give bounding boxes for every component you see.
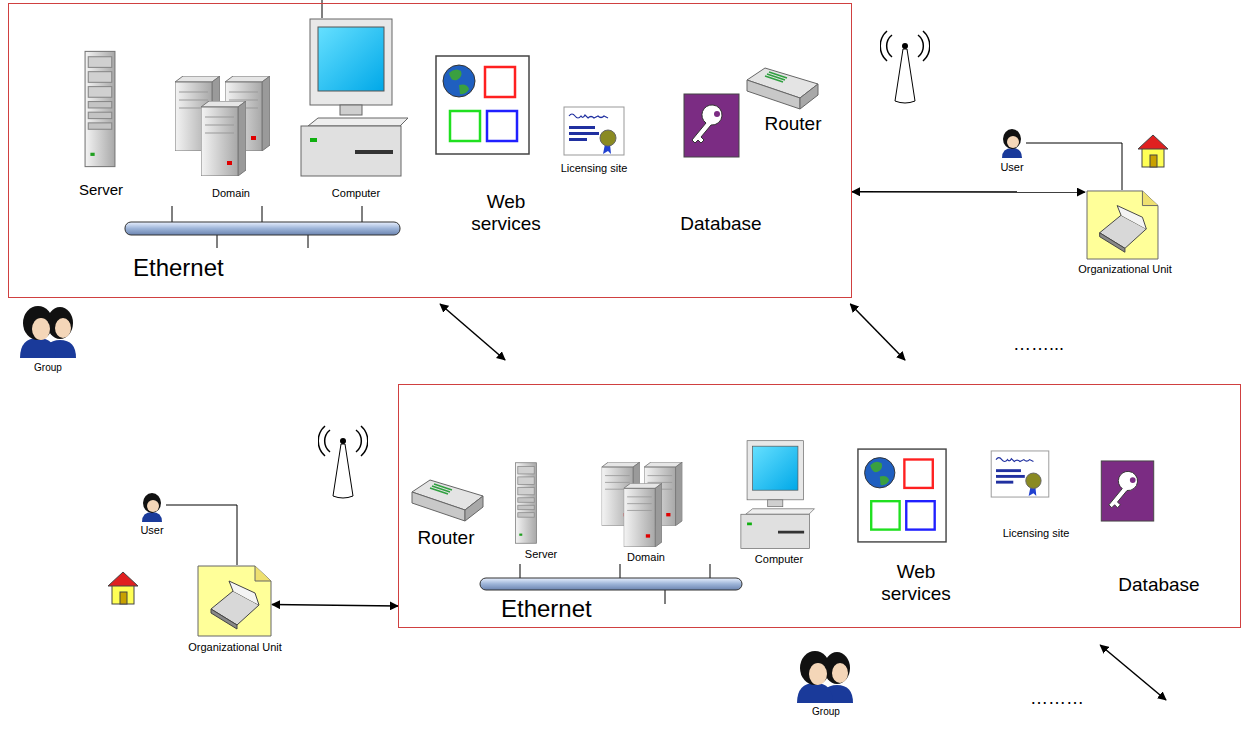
node-label: Licensing site bbox=[1003, 527, 1070, 540]
double-arrow bbox=[852, 191, 1085, 193]
double-arrow bbox=[1100, 645, 1166, 700]
node-label: ……… bbox=[1030, 688, 1084, 709]
node-label: Licensing site bbox=[561, 162, 628, 175]
network-region: Server Domain Computer Web services Licensin… bbox=[8, 3, 852, 298]
node-label: Router bbox=[417, 527, 474, 549]
node-label: Ethernet bbox=[501, 595, 592, 623]
node-label: Server bbox=[79, 181, 123, 198]
user-label: User bbox=[1000, 161, 1023, 174]
node-label: Domain bbox=[212, 187, 250, 200]
folder-shape bbox=[1085, 190, 1160, 260]
node-label: Computer bbox=[755, 553, 803, 566]
group-label: Group bbox=[812, 706, 840, 718]
organizational-unit: Organizational Unit bbox=[197, 565, 272, 637]
node-label: Organizational Unit bbox=[188, 641, 282, 654]
node-label: Database bbox=[680, 213, 761, 235]
double-arrow bbox=[440, 304, 505, 360]
node-label: Router bbox=[764, 113, 821, 135]
node-label: Web services bbox=[461, 191, 551, 235]
user-label: User bbox=[140, 524, 163, 537]
node-label: Server bbox=[525, 548, 557, 561]
double-arrow bbox=[272, 605, 398, 606]
organizational-unit: Organizational Unit bbox=[1085, 190, 1160, 260]
node-label: Domain bbox=[627, 551, 665, 564]
folder-shape bbox=[197, 565, 272, 637]
group-label: Group bbox=[34, 362, 62, 374]
node-label: Web services bbox=[871, 561, 961, 605]
node-label: Organizational Unit bbox=[1078, 263, 1172, 276]
continuation-dots: ……... bbox=[1013, 334, 1081, 358]
network-region: RouterServer Domain ComputerWeb services Li… bbox=[398, 384, 1241, 628]
node-label: Ethernet bbox=[133, 254, 224, 282]
double-arrow bbox=[850, 304, 905, 360]
node-label: Computer bbox=[332, 187, 380, 200]
node-label: Database bbox=[1118, 574, 1199, 596]
node-label: ……... bbox=[1013, 334, 1064, 355]
continuation-dots: ……… bbox=[1030, 688, 1098, 712]
